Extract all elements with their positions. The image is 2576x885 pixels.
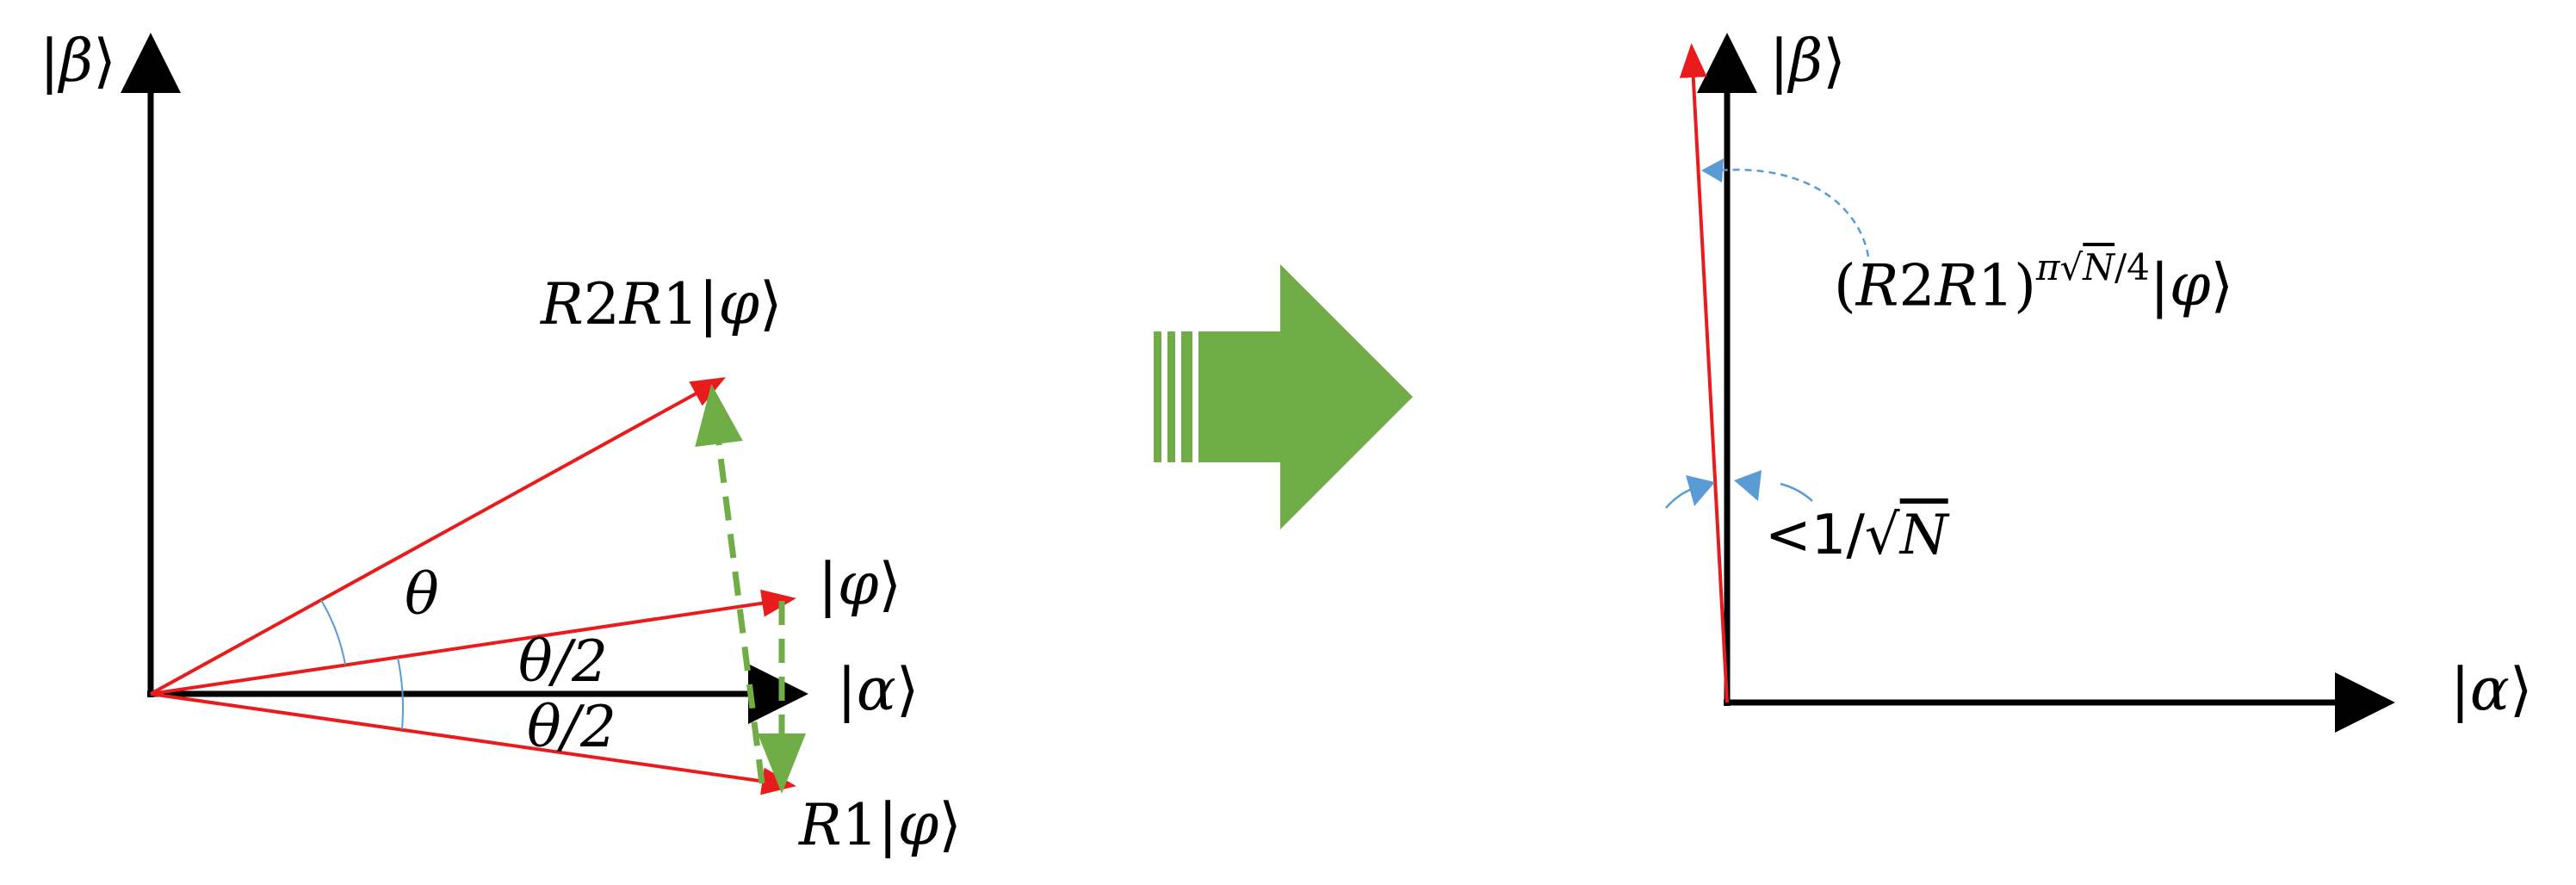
result-pointer-head [1701, 158, 1724, 183]
angle-pointer-left-head [1686, 475, 1715, 506]
angle-theta-label: θ [405, 561, 439, 628]
left-x-axis-label: |α⟩ [837, 656, 920, 724]
left-y-axis-label: |β⟩ [40, 28, 116, 96]
angle-bound-label: <1/√N [1765, 504, 1948, 567]
result-state-label: (R2R1)π√N/4|φ⟩ [1834, 246, 2233, 320]
right-diagram [1665, 33, 2395, 733]
vector-r1-phi [150, 692, 796, 795]
left-diagram [121, 33, 808, 795]
angle-pointer-right-head [1734, 470, 1762, 501]
angle-arc-half [397, 657, 404, 730]
angle-arc-theta [320, 599, 346, 665]
reflection-r2-dashed [695, 384, 765, 784]
angle-pointer-left-tail [1665, 487, 1693, 509]
angle-pointer-right-tail [1780, 482, 1813, 502]
vector-r1-phi-label: R1|φ⟩ [799, 791, 962, 859]
vector-r2r1-phi-label: R2R1|φ⟩ [541, 270, 783, 338]
vector-phi-label: |φ⟩ [818, 551, 902, 619]
vector-phi [150, 589, 796, 696]
transition-arrow [1154, 264, 1413, 529]
right-y-axis-label: |β⟩ [1769, 28, 1846, 96]
vector-final [1679, 43, 1729, 703]
result-pointer-curve [1717, 168, 1870, 257]
vector-r2r1-phi [150, 377, 727, 696]
angle-half-upper-label: θ/2 [518, 628, 608, 695]
right-x-axis-label: |α⟩ [2450, 656, 2533, 724]
angle-half-lower-label: θ/2 [527, 694, 616, 760]
